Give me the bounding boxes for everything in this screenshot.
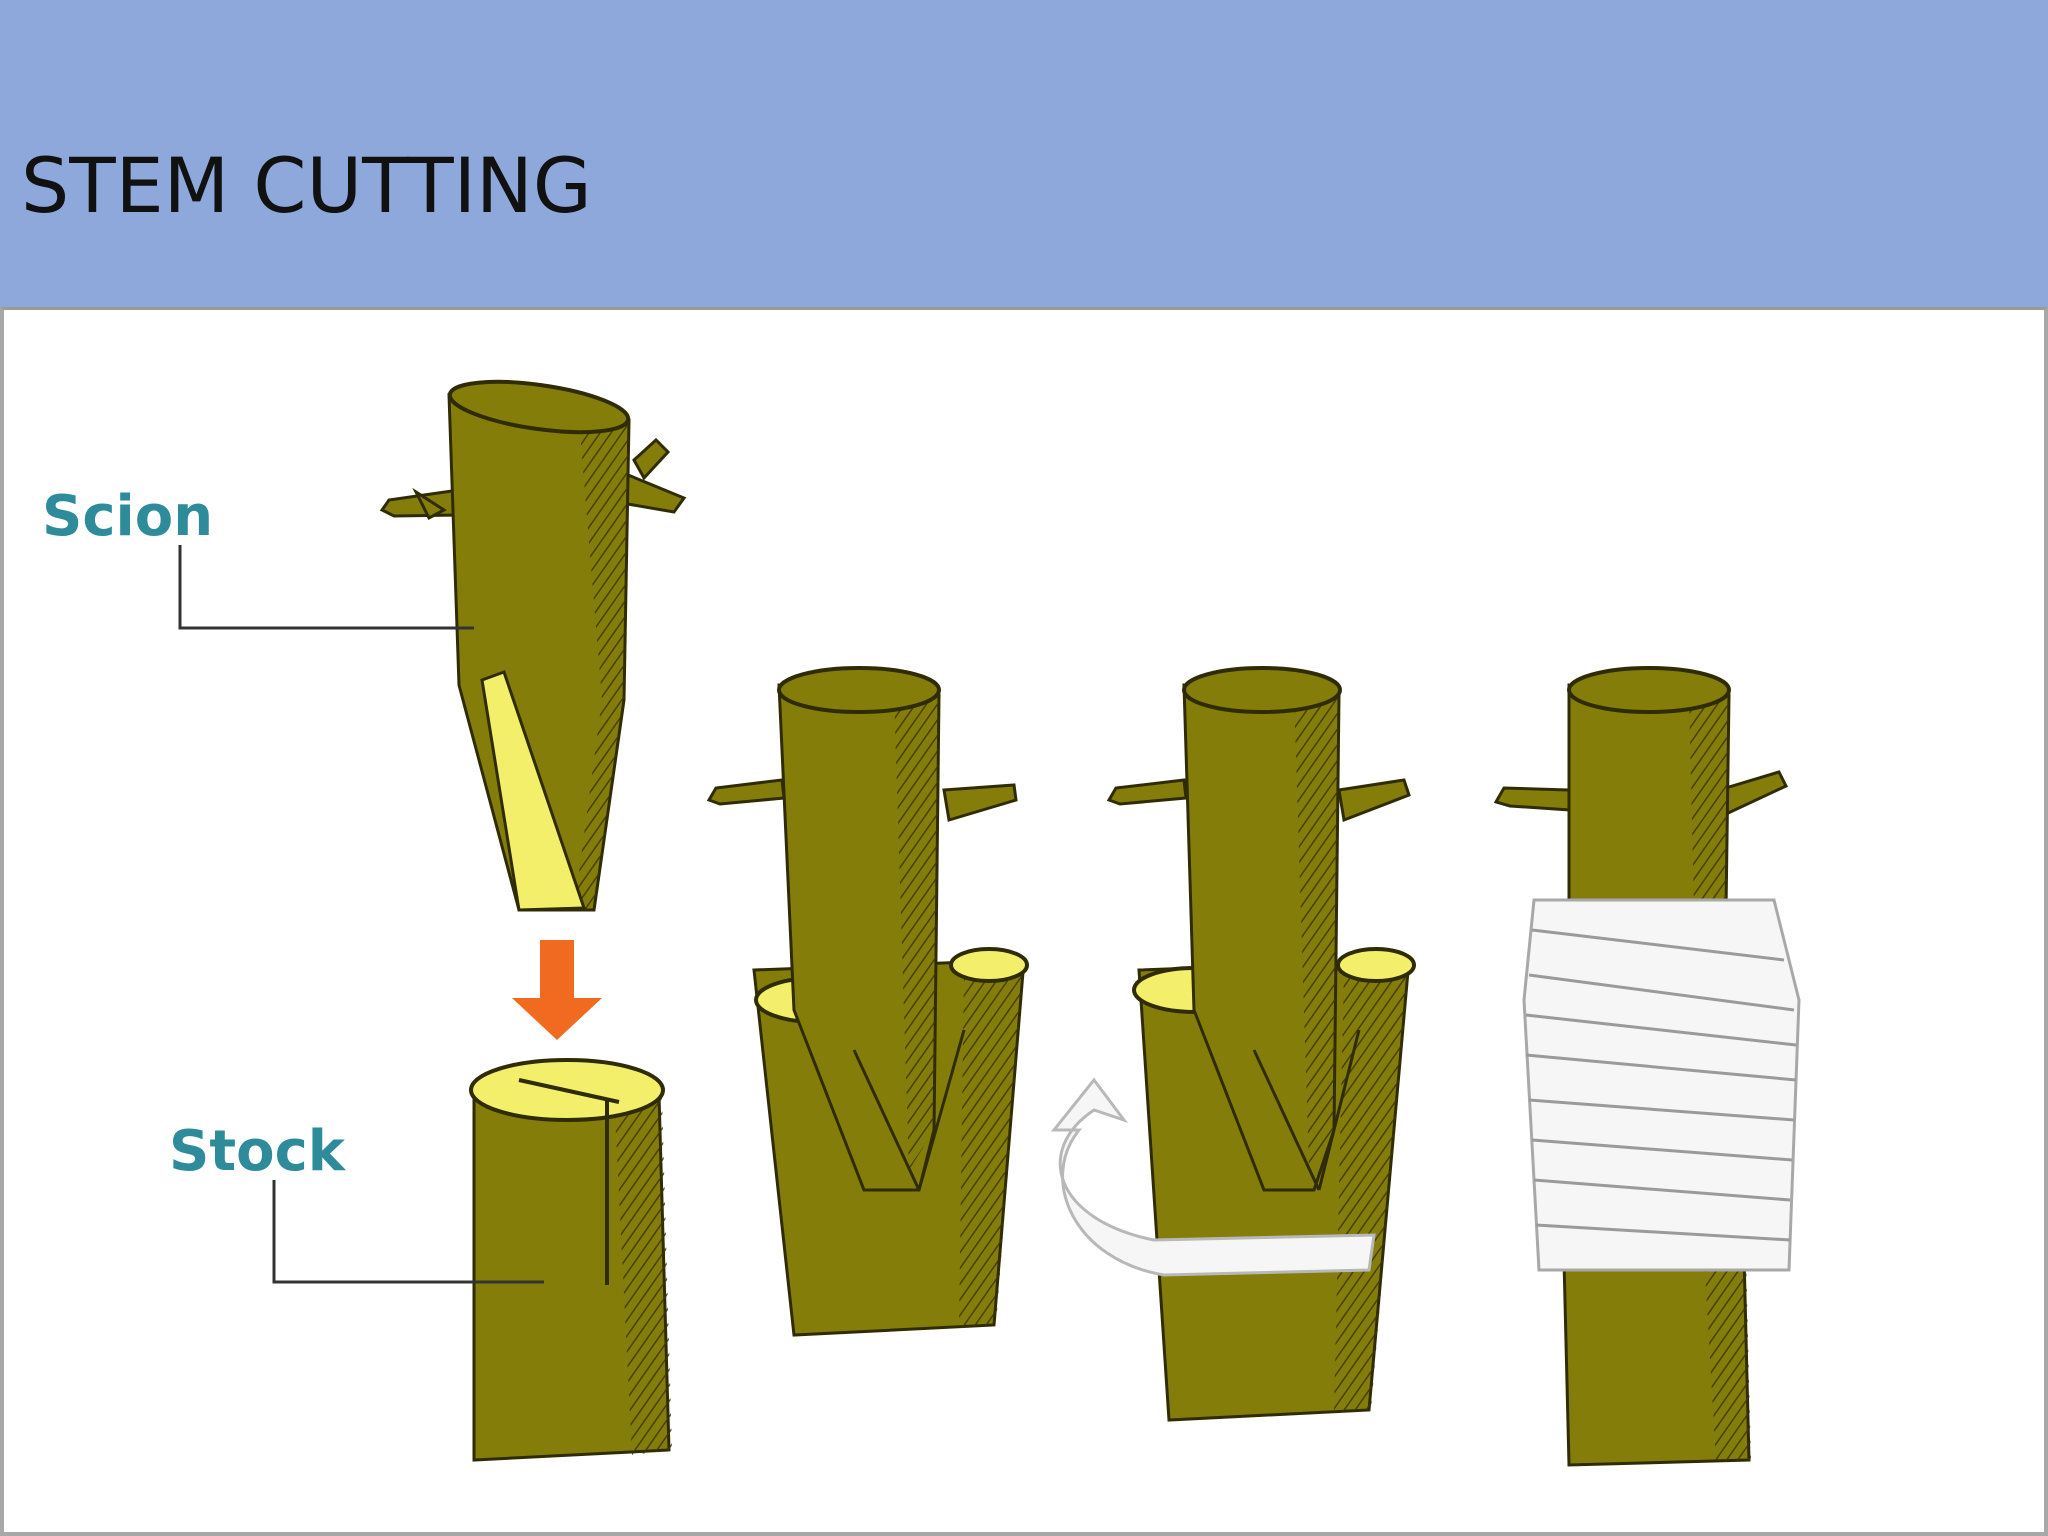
scion-stem <box>379 379 687 912</box>
step2-scion-shading <box>894 695 939 1170</box>
stock-label: Stock <box>169 1119 347 1184</box>
step3-scion-shading <box>1294 695 1339 1170</box>
step3-wrap-tape <box>1050 1077 1376 1277</box>
wrap-band <box>1525 1013 1797 1047</box>
scion-cut-surface <box>480 670 587 912</box>
wrap-band <box>1525 1053 1797 1082</box>
step2-left-twig <box>706 778 786 806</box>
step3-graft-seam-left <box>1252 1049 1321 1191</box>
scion-left-twig-branch <box>412 487 447 521</box>
scion-shading <box>574 420 629 910</box>
step3-right-twig <box>1337 778 1411 823</box>
step3-graft-seam-right <box>1317 1029 1361 1191</box>
step4-wrap-bands <box>1525 928 1797 1242</box>
step4-wrap-tape <box>1522 898 1801 1272</box>
step3-left-twig <box>1106 778 1188 806</box>
step4-scion-shading <box>1689 695 1729 910</box>
step3-scion-top-cut <box>1182 666 1342 714</box>
wrap-band <box>1528 1098 1795 1122</box>
stock-stem <box>469 1058 672 1462</box>
step3-stock-shading <box>1334 962 1409 1413</box>
scion-top-cut <box>447 379 631 435</box>
title-bar: STEM CUTTING <box>0 0 2048 307</box>
scion-right-twig-branch <box>632 437 671 481</box>
wrap-band <box>1531 1138 1793 1162</box>
step2-stock-shading <box>959 962 1024 1328</box>
step2-right-twig <box>942 783 1018 822</box>
step2-graft-seam-right <box>917 1029 966 1191</box>
step3-stock-cut-right <box>1336 947 1416 983</box>
step2-stock-cut-right <box>949 947 1029 983</box>
step4-scion-top-cut <box>1567 666 1731 714</box>
stock-leader-line <box>272 1180 544 1284</box>
grafted-stem-step-4 <box>1493 666 1801 1467</box>
step2-graft-seam-left <box>852 1049 921 1191</box>
step2-scion-top-cut <box>777 666 941 714</box>
stock-split-line <box>518 1078 620 1104</box>
step4-stock-shading <box>1704 1255 1751 1462</box>
grafted-stem-step-3 <box>1050 666 1416 1422</box>
wrap-band <box>1528 973 1795 1012</box>
slide-title: STEM CUTTING <box>21 141 592 230</box>
grafting-figure: Scion Stock <box>0 307 2048 1536</box>
stock-shading <box>614 1095 672 1455</box>
wrap-band <box>1535 1223 1791 1242</box>
scion-label: Scion <box>42 484 213 549</box>
scion-leader-line <box>178 545 474 630</box>
grafting-diagram: Scion Stock <box>42 379 1801 1467</box>
down-arrow-icon <box>512 940 602 1040</box>
wrap-band <box>1531 928 1785 962</box>
wrap-band <box>1533 1178 1791 1202</box>
grafted-stem-step-2 <box>706 666 1029 1337</box>
step4-left-twig <box>1493 786 1572 812</box>
